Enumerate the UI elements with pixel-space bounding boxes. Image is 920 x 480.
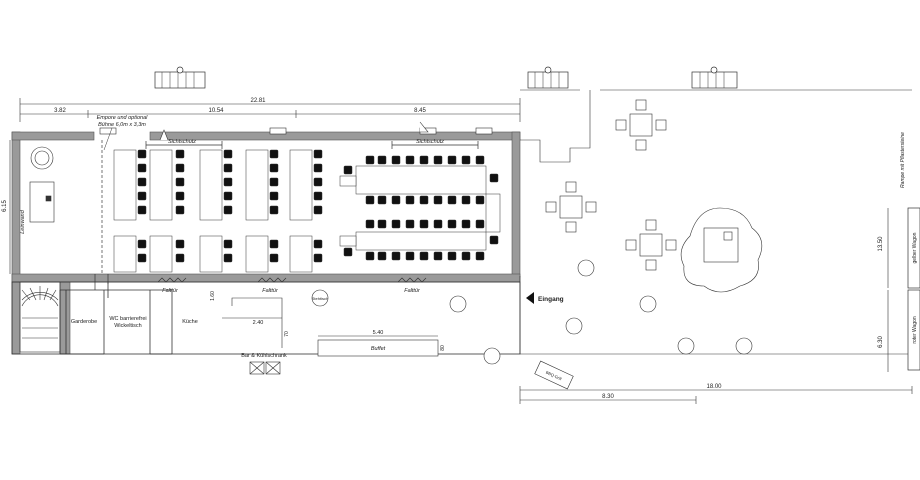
buffet-len: 5.40 xyxy=(373,330,384,336)
bar-len: 2.40 xyxy=(253,320,264,326)
folding-door-label-3: Falttür xyxy=(404,288,421,294)
entrance-label: Eingang xyxy=(538,296,564,303)
dim-mid-width: 10.54 xyxy=(208,108,224,114)
dim-outdoor-total: 18.00 xyxy=(706,384,722,390)
folding-door-label-1: Falttür xyxy=(162,288,179,294)
outdoor-tables xyxy=(545,99,677,271)
terrace-outline xyxy=(519,89,912,355)
buffet-depth: 80 xyxy=(440,345,446,351)
stage-label-2: Bühne 6,0m x 3,3m xyxy=(98,122,146,128)
cloakroom-label: Garderobe xyxy=(71,319,97,325)
seating-classroom xyxy=(113,149,323,273)
dimension-lines-bottom xyxy=(519,386,913,404)
wc-label-1: WC barrierefrei xyxy=(109,316,146,322)
red-wagon-label: roter Wagon xyxy=(912,316,918,344)
seating-banquet xyxy=(339,155,501,261)
yellow-wagon-label: gelber Wagon xyxy=(912,232,918,263)
privacy-screen-label-2: Sichtschutz xyxy=(416,139,444,145)
wc-dim: 1.60 xyxy=(210,291,216,301)
kitchen-label: Küche xyxy=(182,319,198,325)
wagons xyxy=(907,207,920,371)
screen-label: Leinwand xyxy=(20,209,26,233)
bbq-label: BBQ-Grill xyxy=(545,370,563,382)
window-markers xyxy=(99,121,493,141)
standing-table xyxy=(311,289,329,307)
dim-total-width: 22.81 xyxy=(250,98,266,104)
roof-units xyxy=(154,66,738,89)
building-walls xyxy=(11,131,521,355)
ramp-label: Rampe mit Pflastersteine xyxy=(900,132,906,188)
tree-icon xyxy=(680,207,763,293)
stage-label-1: Empore und optional xyxy=(97,115,149,121)
dimension-lines-top xyxy=(19,98,521,122)
entrance-arrow-icon xyxy=(526,292,534,304)
standing-table-label: Stehtisch xyxy=(312,296,328,301)
wc-label-2: Wickeltisch xyxy=(114,323,142,329)
bar-label: Bar & Kühlschrank xyxy=(241,353,287,359)
privacy-screen-label-1: Sichtschutz xyxy=(168,139,196,145)
bar-counter xyxy=(222,297,283,375)
dim-side-2: 6.30 xyxy=(878,336,884,348)
privacy-screens xyxy=(145,141,479,149)
buffet-label: Buffet xyxy=(371,346,386,352)
buffet-table xyxy=(317,339,439,357)
staircase xyxy=(19,281,61,353)
outdoor-round-tables xyxy=(449,259,753,365)
bar-depth: 70 xyxy=(284,331,290,337)
dim-height: 6.15 xyxy=(2,200,8,212)
dim-left-width: 3.82 xyxy=(54,108,66,114)
dim-right-width: 8.45 xyxy=(414,108,426,114)
speaker-desk xyxy=(29,146,55,223)
dim-side-1: 13.50 xyxy=(878,236,884,252)
dim-outdoor-sub: 8.30 xyxy=(602,394,614,400)
folding-doors xyxy=(94,274,427,290)
bbq-grill xyxy=(534,360,574,390)
folding-door-label-2: Falttür xyxy=(262,288,279,294)
